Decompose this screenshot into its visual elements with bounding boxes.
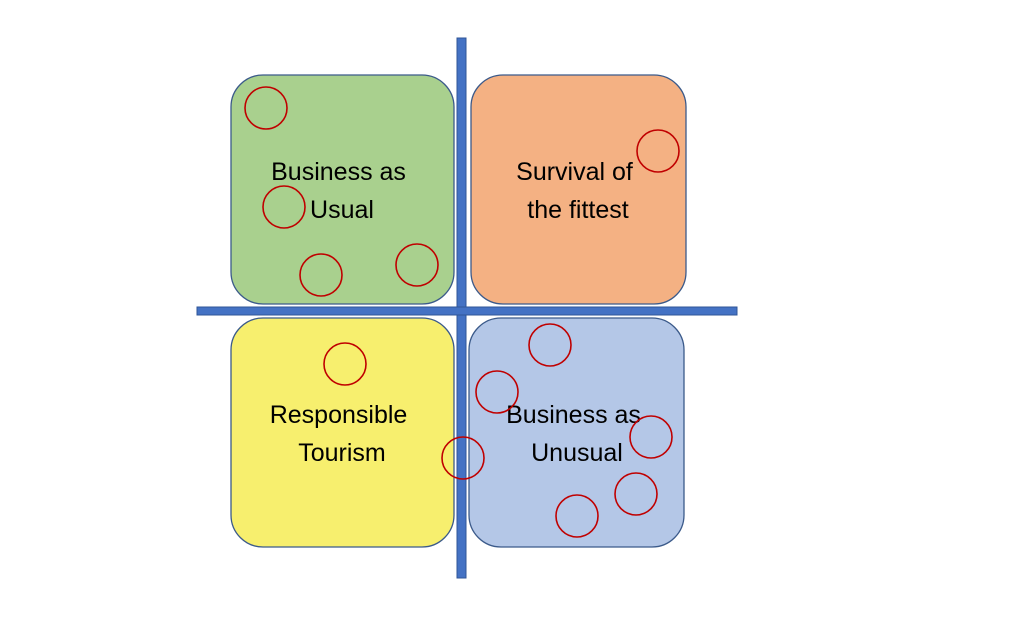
marker-circle xyxy=(262,185,306,229)
label-business-as-usual: Business as Usual xyxy=(271,158,413,224)
marker-circle xyxy=(323,342,367,386)
marker-circle xyxy=(441,436,485,480)
horizontal-axis xyxy=(196,306,738,316)
marker-circle xyxy=(636,129,680,173)
marker-circle xyxy=(629,415,673,459)
marker-circle xyxy=(614,472,658,516)
label-business-as-usual-line1: Business as xyxy=(271,158,406,186)
label-survival-line2: the fittest xyxy=(527,196,628,224)
quadrant-survival-of-the-fittest xyxy=(470,74,687,305)
label-responsible-tourism: Responsible Tourism xyxy=(270,401,415,467)
label-business-as-usual-line2: Usual xyxy=(310,196,374,224)
quadrant-business-as-unusual xyxy=(468,317,685,548)
marker-circle xyxy=(528,323,572,367)
quadrant-responsible-tourism xyxy=(230,317,455,548)
marker-circle xyxy=(555,494,599,538)
label-responsible-line2: Tourism xyxy=(298,439,386,467)
marker-circle xyxy=(299,253,343,297)
label-responsible-line1: Responsible xyxy=(270,401,408,429)
label-unusual-line2: Unusual xyxy=(531,439,623,467)
marker-circles xyxy=(244,86,680,538)
marker-circle xyxy=(475,370,519,414)
marker-circle xyxy=(395,243,439,287)
label-survival-of-the-fittest: Survival of the fittest xyxy=(516,158,640,224)
label-unusual-line1: Business as xyxy=(506,401,641,429)
label-survival-line1: Survival of xyxy=(516,158,633,186)
marker-circle xyxy=(244,86,288,130)
quadrant-business-as-usual xyxy=(230,74,455,305)
label-business-as-unusual: Business as Unusual xyxy=(506,401,648,467)
